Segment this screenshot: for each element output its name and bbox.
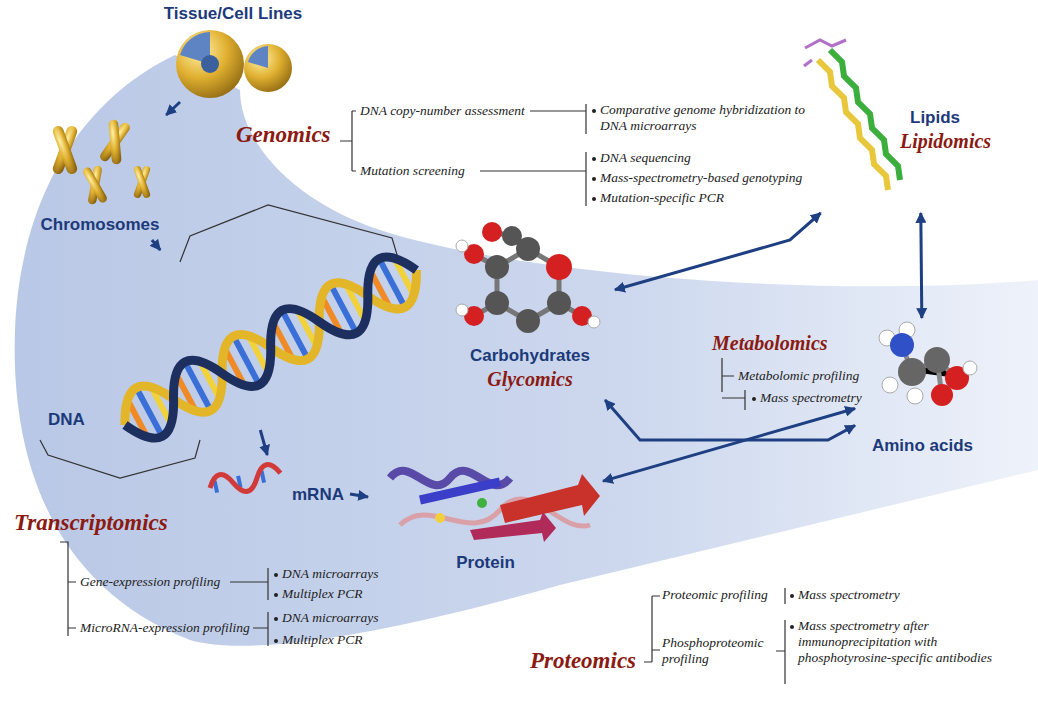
connector-arrow xyxy=(615,213,821,290)
bullet-dot xyxy=(274,573,278,577)
method-label: Gene-expression profiling xyxy=(80,574,220,590)
method-label: Mutation screening xyxy=(360,163,465,179)
chromosomes xyxy=(51,117,151,206)
category-heading: Proteomics xyxy=(530,648,636,674)
bullet-dot xyxy=(274,639,278,643)
node-label: Amino acids xyxy=(872,436,973,456)
technique-item: DNA sequencing xyxy=(600,150,691,166)
molecule-node: Protein xyxy=(368,455,603,575)
method-label: Proteomic profiling xyxy=(662,587,768,603)
technique-item: Mass spectrometry xyxy=(760,390,862,406)
molecule-node: DNA xyxy=(40,250,430,430)
category-heading: Metabolomics xyxy=(712,332,828,355)
omics-label: Glycomics xyxy=(487,368,573,391)
technique-item: Comparative genome hybridization to DNA … xyxy=(600,102,815,134)
molecule-node: CarbohydratesGlycomics xyxy=(445,228,615,400)
connector-arrow xyxy=(260,430,267,455)
bullet-dot xyxy=(790,594,794,598)
mrna-strand xyxy=(208,462,283,498)
technique-item: Multiplex PCR xyxy=(282,632,363,648)
method-label: MicroRNA-expression profiling xyxy=(80,620,250,636)
technique-item: Mutation-specific PCR xyxy=(600,190,724,206)
category-heading: Transcriptomics xyxy=(14,510,168,536)
node-label: Lipids xyxy=(910,108,960,128)
connector-arrow xyxy=(152,240,160,250)
molecule-node: Tissue/Cell Lines xyxy=(148,2,318,102)
node-label: Tissue/Cell Lines xyxy=(164,4,303,24)
node-label: mRNA xyxy=(292,485,344,505)
connector-arrow xyxy=(603,409,855,482)
method-label: Metabolomic profiling xyxy=(738,368,859,384)
technique-item: Mass spectrometry xyxy=(798,587,900,603)
technique-item: Multiplex PCR xyxy=(282,586,363,602)
connector-arrow xyxy=(350,494,368,497)
bracket-lines xyxy=(40,104,785,684)
carbohydrate-molecule xyxy=(456,222,600,333)
protein-structure xyxy=(390,471,600,542)
bullet-dot xyxy=(790,625,794,629)
technique-item: Mass spectrometry after immunoprecipitat… xyxy=(798,618,1026,666)
method-label: Phosphoproteomic profiling xyxy=(662,635,772,667)
tissue-spheres xyxy=(176,30,292,98)
bullet-dot xyxy=(592,177,596,181)
connector-arrow xyxy=(921,213,922,318)
connector-arrow xyxy=(166,102,180,115)
molecule-node: mRNA xyxy=(200,455,350,510)
molecule-node: Chromosomes xyxy=(30,115,170,240)
lipid-chains xyxy=(804,40,900,190)
node-label: Chromosomes xyxy=(40,215,159,235)
category-heading: Genomics xyxy=(236,122,331,148)
method-label: DNA copy-number assessment xyxy=(360,103,525,119)
node-label: Carbohydrates xyxy=(470,346,590,366)
bullet-dot xyxy=(274,617,278,621)
node-label: Protein xyxy=(456,553,515,573)
omics-label: Lipidomics xyxy=(900,130,991,153)
bullet-dot xyxy=(592,157,596,161)
technique-item: DNA microarrays xyxy=(282,566,378,582)
node-label: DNA xyxy=(48,410,85,430)
technique-item: Mass-spectrometry-based genotyping xyxy=(600,170,802,186)
bullet-dot xyxy=(592,197,596,201)
molecule-node: Amino acids xyxy=(855,318,990,460)
amino-acid-molecule xyxy=(879,322,977,406)
bullet-dot xyxy=(752,397,756,401)
dna-helix xyxy=(112,246,429,449)
bullet-dot xyxy=(592,109,596,113)
technique-item: DNA microarrays xyxy=(282,610,378,626)
bullet-dot xyxy=(274,593,278,597)
molecule-node: LipidsLipidomics xyxy=(810,38,1030,213)
